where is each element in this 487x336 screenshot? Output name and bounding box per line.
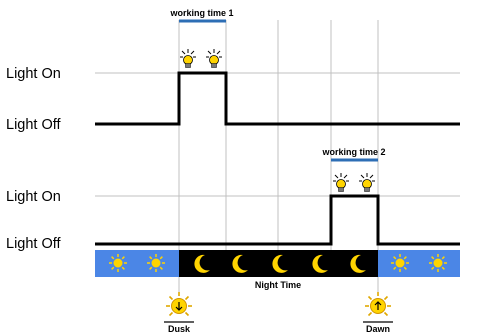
light-bulb-icon bbox=[205, 48, 223, 68]
light-bulb-icon bbox=[332, 172, 350, 192]
sun-icon bbox=[390, 253, 410, 273]
dawn-label: Dawn bbox=[366, 324, 390, 334]
light-on-label-1: Light On bbox=[6, 66, 61, 82]
horizontal-grid bbox=[95, 72, 460, 197]
sunrise-icon bbox=[364, 291, 392, 317]
sun-icon bbox=[108, 253, 128, 273]
day-sky-right bbox=[378, 250, 460, 277]
night-time-label: Night Time bbox=[255, 280, 301, 290]
light-bulb-icon bbox=[358, 172, 376, 192]
sunset-icon bbox=[165, 291, 193, 317]
sun-icon bbox=[146, 253, 166, 273]
light-off-label-2: Light Off bbox=[6, 236, 62, 252]
dusk-label: Dusk bbox=[168, 324, 191, 334]
night-sky bbox=[179, 250, 378, 277]
signal-line-2 bbox=[95, 194, 460, 246]
day-sky-left bbox=[95, 250, 179, 277]
light-off-label-1: Light Off bbox=[6, 117, 62, 133]
sun-icon bbox=[428, 253, 448, 273]
light-on-label-2: Light On bbox=[6, 189, 61, 205]
working-time-2-label: working time 2 bbox=[321, 147, 385, 157]
signal-line-1 bbox=[95, 71, 460, 126]
working-time-1-label: working time 1 bbox=[169, 8, 233, 18]
light-bulb-icon bbox=[179, 48, 197, 68]
